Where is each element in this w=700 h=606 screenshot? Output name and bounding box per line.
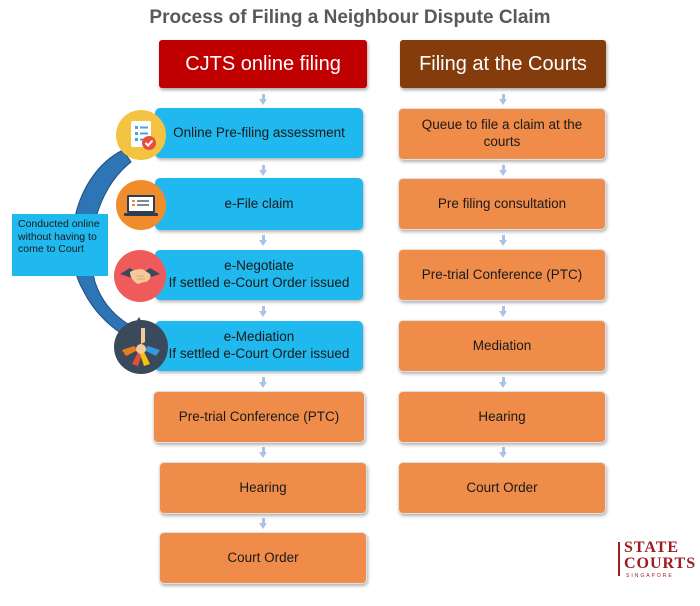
step-label: Court Order — [466, 479, 538, 495]
checklist-icon — [116, 110, 166, 160]
step-e-negotiate: e-Negotiate If settled e-Court Order iss… — [155, 250, 363, 300]
step-sublabel: If settled e-Court Order issued — [168, 275, 350, 290]
logo-line1: STATE — [624, 539, 680, 556]
flow-arrow — [259, 306, 267, 317]
step-pre-trial-conference: Pre-trial Conference (PTC) — [153, 391, 365, 443]
step-sublabel: If settled e-Court Order issued — [168, 346, 350, 361]
step-hearing: Hearing — [398, 391, 606, 443]
flow-arrow — [259, 235, 267, 246]
step-label: e-Mediation — [223, 329, 295, 345]
state-courts-logo: STATE COURTS SINGAPORE — [618, 539, 695, 580]
step-label: Pre filing consultation — [437, 195, 567, 211]
flow-arrow — [499, 306, 507, 317]
flow-arrow — [499, 447, 507, 458]
step-label: Queue to file a claim at the courts — [421, 117, 583, 149]
logo-line2: COURTS — [624, 555, 697, 572]
step-label: Court Order — [227, 549, 299, 565]
flow-arrow — [499, 165, 507, 176]
online-note: Conducted online without having to come … — [12, 214, 108, 276]
laptop-icon — [116, 180, 166, 230]
step-court-order: Court Order — [159, 532, 367, 584]
logo-line3: SINGAPORE — [626, 573, 674, 579]
flow-arrow — [259, 94, 267, 105]
step-label: Hearing — [239, 479, 287, 495]
step-label: e-Negotiate — [224, 258, 294, 274]
step-online-pre-filing-assessment: Online Pre-filing assessment — [155, 108, 363, 158]
handshake-icon — [114, 250, 166, 302]
step-label: Mediation — [472, 337, 532, 353]
step-pre-trial-conference: Pre-trial Conference (PTC) — [398, 249, 606, 301]
step-e-file-claim: e-File claim — [155, 178, 363, 230]
step-hearing: Hearing — [159, 462, 367, 514]
step-label: Hearing — [478, 408, 526, 424]
header-filing-at-courts: Filing at the Courts — [400, 40, 606, 88]
step-label: e-File claim — [224, 195, 294, 211]
teamwork-hands-icon — [114, 320, 168, 374]
step-pre-filing-consultation: Pre filing consultation — [398, 178, 606, 230]
step-label: Pre-trial Conference (PTC) — [421, 266, 583, 282]
flow-arrow — [259, 377, 267, 388]
diagram-title: Process of Filing a Neighbour Dispute Cl… — [149, 7, 551, 28]
step-queue-to-file-claim: Queue to file a claim at the courts — [398, 108, 606, 160]
flow-arrow — [499, 377, 507, 388]
step-label: Pre-trial Conference (PTC) — [178, 408, 340, 424]
flow-arrow — [259, 165, 267, 176]
flow-arrow — [499, 94, 507, 105]
flow-arrow — [499, 235, 507, 246]
flow-arrow — [259, 447, 267, 458]
step-court-order: Court Order — [398, 462, 606, 514]
flow-arrow — [259, 518, 267, 529]
step-e-mediation: e-Mediation If settled e-Court Order iss… — [155, 321, 363, 371]
step-mediation: Mediation — [398, 320, 606, 372]
step-label: Online Pre-filing assessment — [173, 124, 345, 140]
header-cjts-online-filing: CJTS online filing — [159, 40, 367, 88]
logo-bar — [618, 542, 620, 576]
